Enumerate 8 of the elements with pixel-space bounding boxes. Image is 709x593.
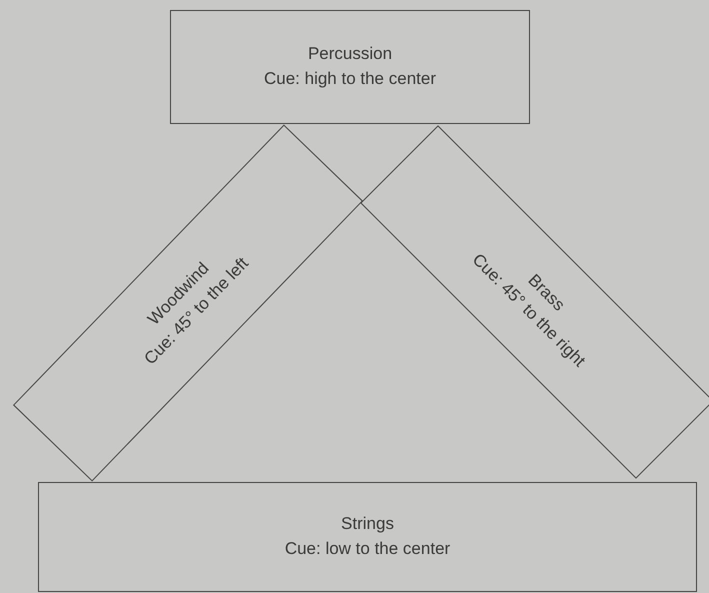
cue-text: Cue: low to the center: [284, 538, 450, 560]
section-box: [12, 124, 364, 482]
cue-text: Cue: high to the center: [264, 68, 436, 90]
section-box: [170, 10, 530, 124]
section-box: [360, 125, 709, 479]
section-title: Strings: [341, 513, 394, 536]
section-box: [38, 482, 697, 592]
section-title: Percussion: [308, 43, 392, 66]
